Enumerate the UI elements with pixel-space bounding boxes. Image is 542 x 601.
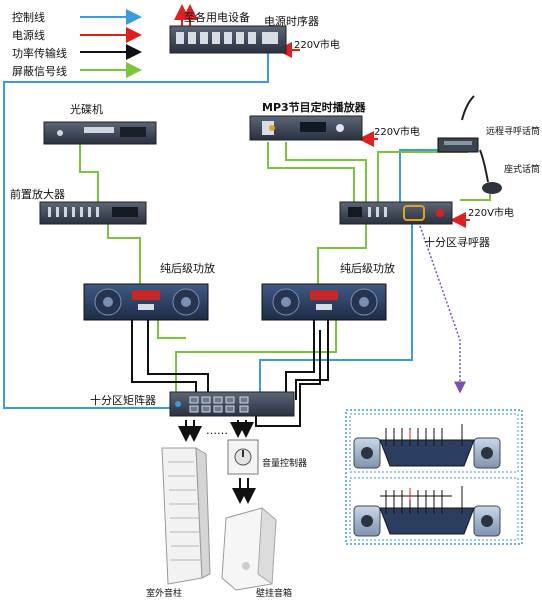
power-sequencer-label: 电源时序器 [264, 14, 319, 28]
db25-connector-top [353, 424, 501, 469]
signal-mp3-pager-1 [267, 142, 355, 204]
signal-amp-right-matrix [175, 318, 337, 400]
signal-mp3-pager-2 [285, 142, 367, 204]
outdoor-column-label: 室外音柱 [146, 587, 182, 599]
wall-speaker-label: 壁挂音箱 [256, 587, 292, 599]
signal-cd-preamp [79, 144, 99, 204]
legend-label-shielded-signal: 屏蔽信号线 [12, 64, 67, 78]
cd-player [43, 121, 157, 145]
matrix-label: 十分区矩阵器 [90, 393, 156, 407]
amp-left-label: 纯后级功放 [160, 261, 215, 275]
ten-zone-matrix [169, 391, 295, 417]
power-amp-right [261, 283, 387, 321]
signal-remote-mic-pager [377, 151, 468, 204]
mains-label-3: 220V市电 [468, 206, 514, 219]
mains-label-2: 220V市电 [374, 125, 420, 138]
ten-zone-pager [339, 201, 453, 225]
desk-mic [479, 149, 502, 194]
legend: 控制线 电源线 功率传输线 屏蔽信号线 [12, 9, 142, 78]
power-sequencer [169, 25, 287, 54]
control-line-sequencer-matrix [3, 52, 269, 409]
power-amp-left [83, 283, 209, 321]
power-amp-left-matrix-2 [147, 318, 209, 400]
control-line-remote-mic [399, 149, 440, 216]
db25-connector-bottom [353, 486, 501, 537]
signal-amp-left-out [157, 316, 186, 339]
legend-label-power: 电源线 [12, 28, 45, 42]
legend-label-power-transmission: 功率传输线 [12, 46, 67, 60]
cd-player-label: 光碟机 [70, 102, 103, 116]
pager-to-connector-dashed [419, 225, 466, 394]
remote-mic-label: 远程寻呼话筒 [486, 125, 540, 137]
control-line-matrix-pager [259, 216, 413, 400]
db25-connector-box [345, 409, 523, 545]
outdoor-column-speaker [161, 447, 211, 585]
desk-mic-label: 座式话筒 [504, 163, 540, 175]
power-amp-right-matrix-1 [285, 318, 315, 400]
signal-pager-amp-right [317, 216, 367, 290]
signal-preamp-amp-left [107, 216, 141, 290]
amp-right-label: 纯后级功放 [340, 261, 395, 275]
remote-paging-mic [437, 95, 479, 153]
legend-label-control: 控制线 [12, 10, 45, 24]
signal-desk-mic-pager [460, 194, 491, 201]
power-matrix-loop [255, 330, 321, 427]
mp3-timer-player [249, 115, 363, 141]
ellipsis-label: …… [206, 424, 228, 437]
to-all-devices-label: 至各用电设备 [184, 10, 250, 24]
pager-label: 十分区寻呼器 [424, 235, 490, 249]
preamp [39, 201, 147, 225]
volume-control-label: 音量控制器 [262, 457, 307, 469]
power-amp-left-matrix-1 [131, 318, 197, 400]
wall-speaker [221, 506, 277, 591]
mains-label-1: 220V市电 [294, 38, 340, 51]
mp3-timer-label: MP3节目定时播放器 [262, 100, 367, 114]
volume-controller [227, 439, 259, 475]
power-amp-right-matrix-2 [295, 318, 329, 400]
preamp-label: 前置放大器 [10, 187, 65, 201]
